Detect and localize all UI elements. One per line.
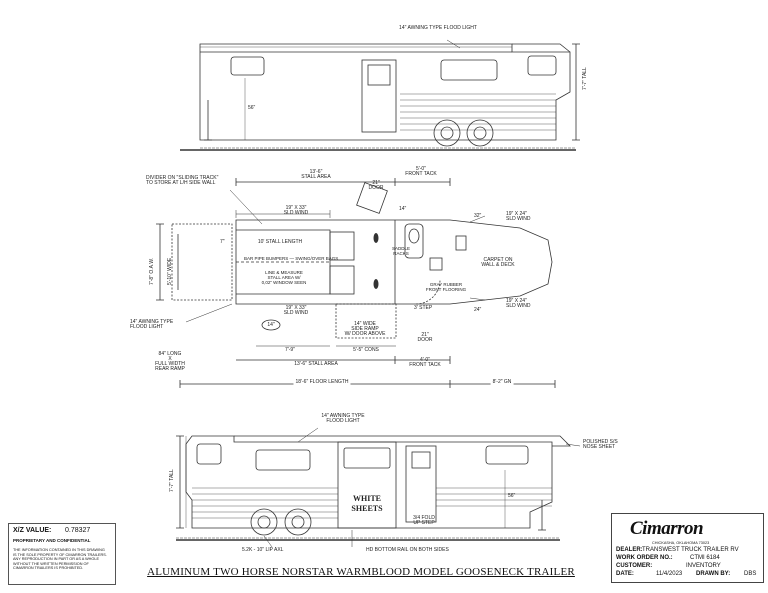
gooseneck-wind-bottom: 19" X 24" SLD WIND <box>506 298 531 309</box>
stall-area-bottom-dim: 13'-6" STALL AREA <box>294 361 338 367</box>
dim-14b: 14" <box>399 206 407 212</box>
gn-dim: 8'-2" GN <box>490 379 514 385</box>
xz-label: X/Z VALUE: <box>13 527 52 534</box>
side-elevation-drawing <box>176 427 581 548</box>
rear-ramp-label: 84" LONG X FULL WIDTH REAR RAMP <box>155 351 185 372</box>
carpet-label: CARPET ON WALL & DECK <box>481 257 515 268</box>
cimarron-logo: Cimarron <box>630 518 704 539</box>
top-56-dim: 56" <box>248 105 256 111</box>
date-value: 11/4/2023 <box>656 571 683 577</box>
front-tack-bottom-dim: 4'-0" FRONT TACK <box>409 357 441 368</box>
bld-wind-bottom-label: 19" X 33" SLD WIND <box>283 305 309 316</box>
top-awning-light-label: 14" AWNING TYPE FLOOD LIGHT <box>399 25 477 31</box>
wide-label: 5'-10" WIDE <box>167 257 173 285</box>
axle-label: 5.2K - 10" LIP AXL <box>242 547 284 553</box>
front-tack-dim: 5'-0" FRONT TACK <box>405 166 437 177</box>
dim-24: 24" <box>474 307 482 313</box>
divider-note: DIVIDER ON "SLIDING TRACK" TO STORE AT L… <box>146 175 219 186</box>
door-top-label: 21" DOOR <box>368 180 384 191</box>
customer-label: CUSTOMER: <box>616 563 653 569</box>
step-label: 3' STEP <box>414 305 433 311</box>
side-height-label: 7'-7" TALL <box>169 469 175 492</box>
line-note: LINE & MEASURE STALL AREA W/ 0,02" WINDO… <box>261 270 307 285</box>
top-height-label: 7'-7" TALL <box>582 67 588 90</box>
stall-length-label: 10' STALL LENGTH <box>257 239 303 245</box>
side-awning-light-label: 14" AWNING TYPE FLOOD LIGHT <box>321 413 365 424</box>
white-sheets-label: WHITE SHEETS <box>351 494 383 513</box>
hay-note: BAR PIPE BUMPERS — SWING/OVER BAGS <box>244 256 339 261</box>
polished-nose-label: POLISHED S/S NOSE SHEET <box>583 439 618 450</box>
date-label: DATE: <box>616 571 634 577</box>
dim-7-9: 7'-9" <box>285 347 295 353</box>
dealer-value: TRANSWEST TRUCK TRAILER RV <box>642 547 739 553</box>
dim-5-5: 5'-5" CONS <box>353 347 379 353</box>
dim-32: 32" <box>474 213 482 219</box>
proprietary-header: PROPRIETARY AND CONFIDENTIAL <box>13 538 91 543</box>
work-order-label: WORK ORDER NO.: <box>616 555 673 561</box>
work-order-value: CTMI 6184 <box>690 555 720 561</box>
title-block: Cimarron CHICKASHA, OKLAHOMA 73023 DEALE… <box>611 513 764 583</box>
saddle-racks-label: SADDLE RACKS <box>391 246 411 256</box>
top-elevation-drawing <box>180 39 580 151</box>
awning-light-left-label: 14" AWNING TYPE FLOOD LIGHT <box>130 319 174 330</box>
floor-length-dim: 18'-6" FLOOR LENGTH <box>293 379 351 385</box>
proprietary-note: THE INFORMATION CONTAINED IN THIS DRAWIN… <box>13 548 107 571</box>
bld-wind-top-label: 19" X 33" SLD WIND <box>283 205 309 216</box>
xz-value-box: X/Z VALUE: 0.78327 PROPRIETARY AND CONFI… <box>8 523 116 585</box>
stall-area-dim: 13'-6" STALL AREA <box>301 169 331 180</box>
address: CHICKASHA, OKLAHOMA 73023 <box>652 541 710 545</box>
flip-step-label: 3/4 FOLD UP STEP <box>413 515 435 526</box>
gooseneck-wind-top: 19" X 24" SLD WIND <box>506 211 531 222</box>
side-ramp-label: 14" WIDE SIDE RAMP W/ DOOR ABOVE <box>344 321 386 337</box>
plan-view-drawing <box>156 178 556 388</box>
rubber-flooring-label: GRAY RUBBER FRONT FLOORING <box>425 282 467 292</box>
door-label: 21" DOOR <box>417 332 433 343</box>
oaw-label: 7'-8" O.A.W. <box>149 257 155 285</box>
bottom-rail-label: HD BOTTOM RAIL ON BOTH SIDES <box>366 547 449 553</box>
drawn-by-value: DBS <box>744 571 757 577</box>
xz-value: 0.78327 <box>65 527 91 534</box>
side-56-dim: 56" <box>508 493 516 499</box>
dim-14-tag: 14" <box>267 322 275 328</box>
dealer-label: DEALER: <box>616 547 643 553</box>
dim-7: 7" <box>220 239 225 245</box>
drawing-title: ALUMINUM TWO HORSE NORSTAR WARMBLOOD MOD… <box>147 566 575 578</box>
customer-value: INVENTORY <box>686 563 721 569</box>
drawn-by-label: DRAWN BY: <box>696 571 731 577</box>
